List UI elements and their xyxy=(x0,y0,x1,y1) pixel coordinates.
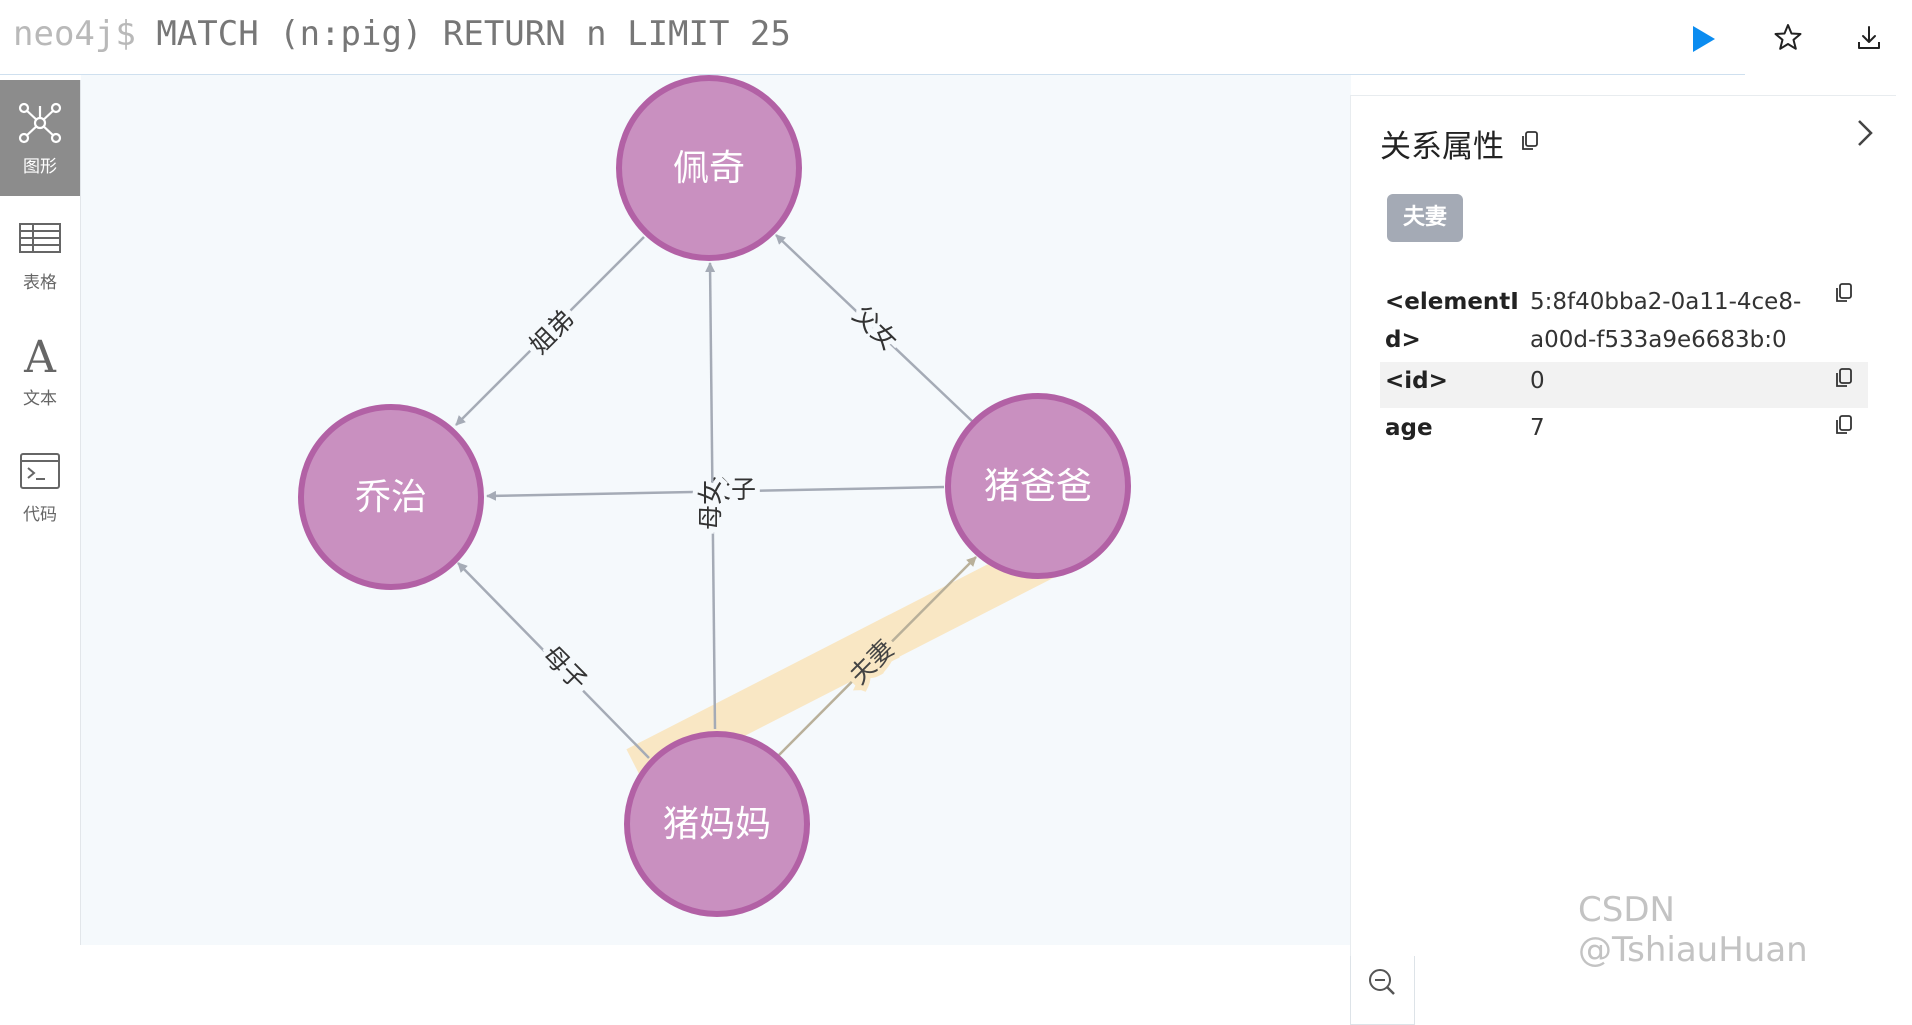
view-text-label: 文本 xyxy=(23,389,57,409)
text-icon: A xyxy=(23,332,57,378)
property-key: <id> xyxy=(1385,368,1448,394)
node-george[interactable]: 乔治 xyxy=(298,404,484,590)
properties-panel: 关系属性 夫妻 <elementId> 5:8f40bba2-0a11-4ce8… xyxy=(1350,95,1896,956)
node-mummy[interactable]: 猪妈妈 xyxy=(624,731,810,917)
copy-property-button[interactable] xyxy=(1833,366,1855,390)
view-code-label: 代码 xyxy=(23,505,57,525)
property-row: <elementId> 5:8f40bba2-0a11-4ce8-a00d-f5… xyxy=(1380,281,1868,365)
edge-mother-son[interactable]: 母子 xyxy=(457,562,650,759)
collapse-panel-button[interactable] xyxy=(1849,116,1881,150)
table-icon xyxy=(19,223,61,253)
copy-title-button[interactable] xyxy=(1519,129,1541,153)
node-label-mummy: 猪妈妈 xyxy=(663,804,771,845)
copy-property-button[interactable] xyxy=(1833,281,1855,305)
property-value: 5:8f40bba2-0a11-4ce8-a00d-f533a9e6683b:0 xyxy=(1530,289,1802,353)
edge-father-daughter[interactable]: 父女 xyxy=(775,234,974,423)
edge-label-mother-daughter: 母女 xyxy=(696,480,725,530)
view-text-tab[interactable]: A 文本 xyxy=(0,312,80,428)
chevron-right-icon xyxy=(1858,120,1873,146)
property-key: <elementId> xyxy=(1385,289,1519,353)
view-table-label: 表格 xyxy=(23,273,57,293)
property-row: age 7 xyxy=(1380,409,1868,455)
view-table-tab[interactable]: 表格 xyxy=(0,196,80,312)
watermark: CSDN @TshiauHuan xyxy=(1578,890,1808,970)
edge-siblings[interactable]: 姐弟 xyxy=(455,236,645,426)
run-query-button[interactable] xyxy=(1683,19,1723,59)
graph-icon xyxy=(18,102,62,144)
download-icon xyxy=(1858,26,1880,49)
view-sidebar: 图形 表格 A 文本 代码 xyxy=(0,80,81,945)
property-row: <id> 0 xyxy=(1380,362,1868,408)
edge-label-siblings: 姐弟 xyxy=(524,304,580,360)
query-bar: neo4j$ MATCH (n:pig) RETURN n LIMIT 25 xyxy=(0,0,1745,75)
favorite-button[interactable] xyxy=(1770,20,1806,56)
copy-icon xyxy=(1836,283,1852,302)
edge-father-son[interactable]: 父子 xyxy=(486,470,945,509)
query-text[interactable]: MATCH (n:pig) RETURN n LIMIT 25 xyxy=(156,14,791,54)
property-key: age xyxy=(1385,415,1433,441)
copy-icon xyxy=(1836,368,1852,387)
node-label-peppa: 佩奇 xyxy=(673,148,745,189)
view-graph-tab[interactable]: 图形 xyxy=(0,80,80,196)
zoom-out-button[interactable] xyxy=(1351,951,1414,1013)
edge-spouse[interactable]: 夫妻 xyxy=(778,556,977,756)
star-icon xyxy=(1774,24,1802,50)
zoom-out-icon xyxy=(1369,969,1395,995)
panel-title: 关系属性 xyxy=(1380,129,1504,165)
view-code-tab[interactable]: 代码 xyxy=(0,428,80,544)
edge-label-father-son: 父子 xyxy=(706,475,756,504)
relationship-type-badge[interactable]: 夫妻 xyxy=(1387,194,1463,242)
code-icon xyxy=(20,453,60,489)
query-editor[interactable]: neo4j$ MATCH (n:pig) RETURN n LIMIT 25 xyxy=(13,14,791,54)
play-icon xyxy=(1693,26,1715,52)
node-daddy[interactable]: 猪爸爸 xyxy=(945,393,1131,579)
svg-text:A: A xyxy=(23,332,57,378)
graph-canvas[interactable]: 姐弟 父女 父子 母女 母子 夫妻 佩奇 乔治 xyxy=(81,75,1415,1025)
copy-icon xyxy=(1836,415,1852,434)
download-button[interactable] xyxy=(1851,20,1887,56)
node-label-daddy: 猪爸爸 xyxy=(984,466,1092,507)
copy-property-button[interactable] xyxy=(1833,413,1855,437)
property-value: 7 xyxy=(1530,415,1545,441)
view-graph-label: 图形 xyxy=(23,157,57,177)
node-peppa[interactable]: 佩奇 xyxy=(616,75,802,261)
property-value: 0 xyxy=(1530,368,1545,394)
copy-icon xyxy=(1522,131,1538,150)
edge-label-mother-son: 母子 xyxy=(537,640,593,696)
node-label-george: 乔治 xyxy=(355,477,427,518)
edge-mother-daughter[interactable]: 母女 xyxy=(691,262,730,730)
query-prompt: neo4j$ xyxy=(13,14,136,54)
